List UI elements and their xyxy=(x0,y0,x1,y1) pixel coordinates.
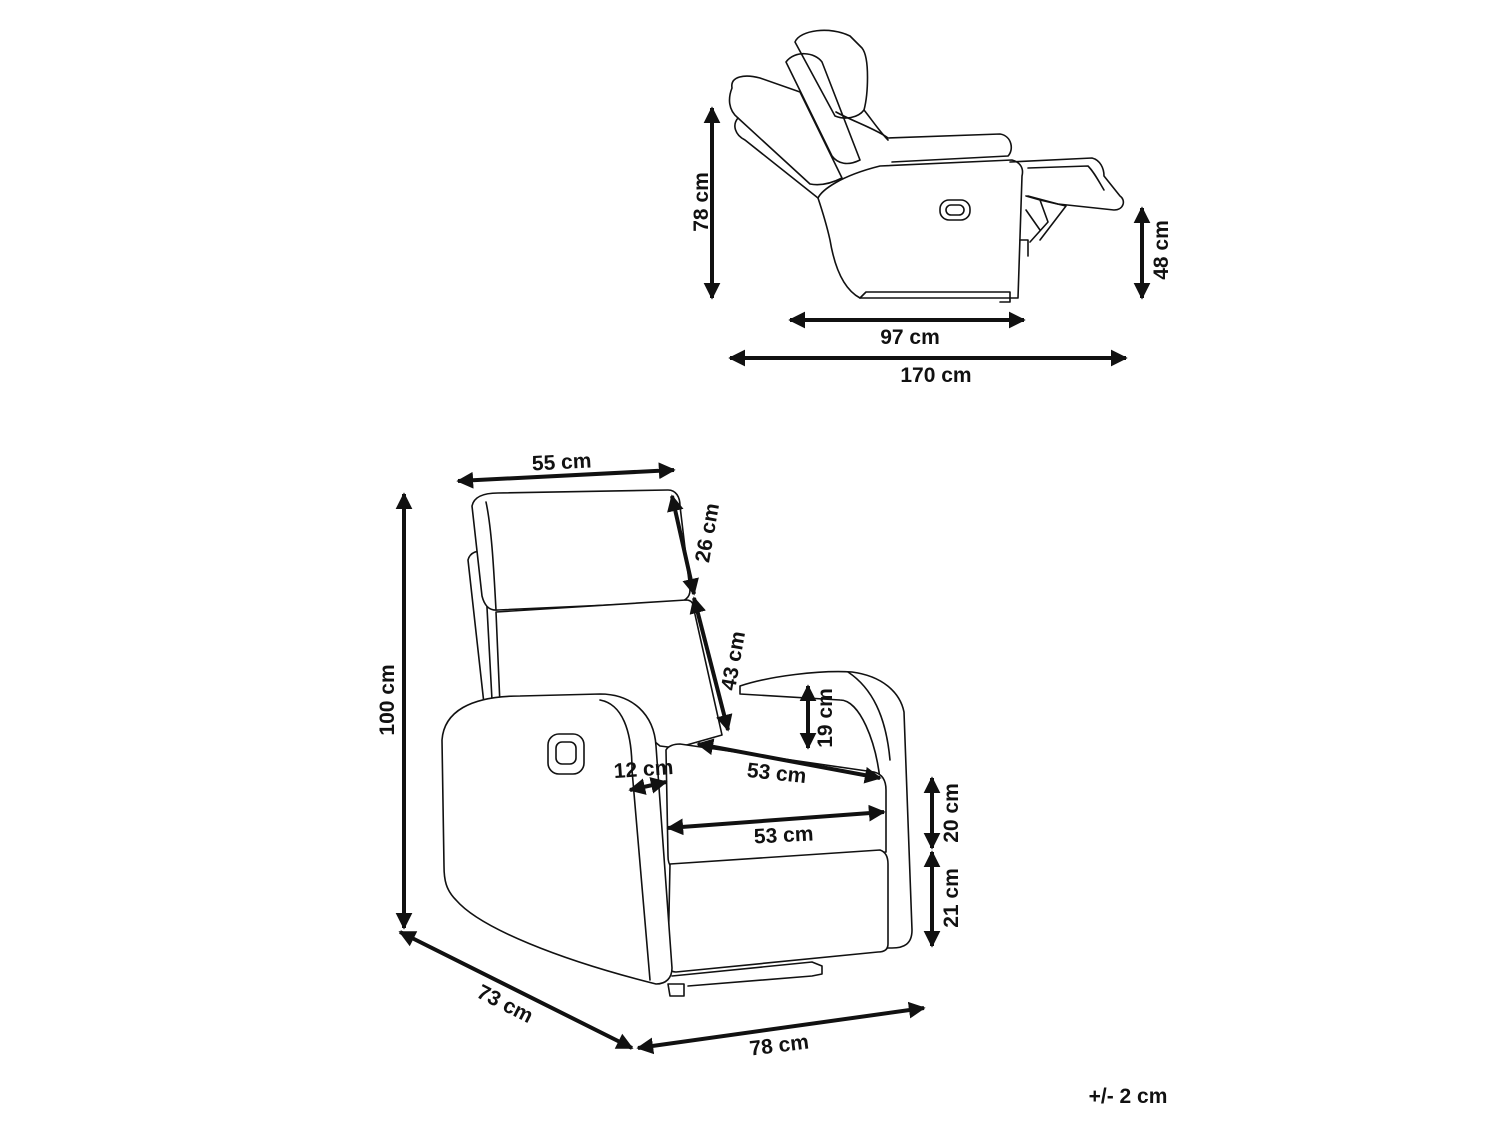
dim-line-armrest-width xyxy=(628,777,668,795)
label-depth: 73 cm xyxy=(473,980,536,1028)
label-headrest-width: 55 cm xyxy=(531,449,592,475)
label-armrest-height: 19 cm xyxy=(814,688,837,748)
side-view-drawing xyxy=(728,29,1125,303)
recline-handle-icon xyxy=(547,733,585,775)
dimension-lines xyxy=(395,106,1151,1055)
dim-line-backrest-height xyxy=(689,596,733,732)
label-total-height: 100 cm xyxy=(376,664,399,735)
label-backrest-height: 43 cm xyxy=(717,630,750,693)
recline-handle-icon xyxy=(939,199,971,221)
label-seat-base-height: 21 cm xyxy=(940,868,963,928)
label-side-height: 78 cm xyxy=(690,172,713,232)
label-seat-width: 53 cm xyxy=(753,822,814,848)
label-side-length: 170 cm xyxy=(900,364,971,387)
dim-line-headrest-width xyxy=(456,462,676,489)
tolerance-note: +/- 2 cm xyxy=(1089,1085,1168,1108)
dim-line-depth xyxy=(398,930,634,1050)
dim-line-seat-width xyxy=(666,804,886,836)
dim-line-headrest-height xyxy=(667,494,699,596)
label-headrest-height: 26 cm xyxy=(691,502,724,565)
label-seat-cushion-height: 20 cm xyxy=(940,783,963,843)
dim-line-seat-depth xyxy=(696,738,882,784)
label-side-depth: 97 cm xyxy=(880,326,940,349)
label-armrest-width: 12 cm xyxy=(613,756,674,783)
dim-line-width xyxy=(636,1001,926,1055)
label-side-legrest: 48 cm xyxy=(1150,220,1173,280)
front-view-drawing xyxy=(441,489,913,997)
label-width: 78 cm xyxy=(748,1031,810,1061)
dimension-labels: 78 cm 48 cm 97 cm 170 cm 55 cm 26 cm 43 … xyxy=(376,172,1173,1108)
